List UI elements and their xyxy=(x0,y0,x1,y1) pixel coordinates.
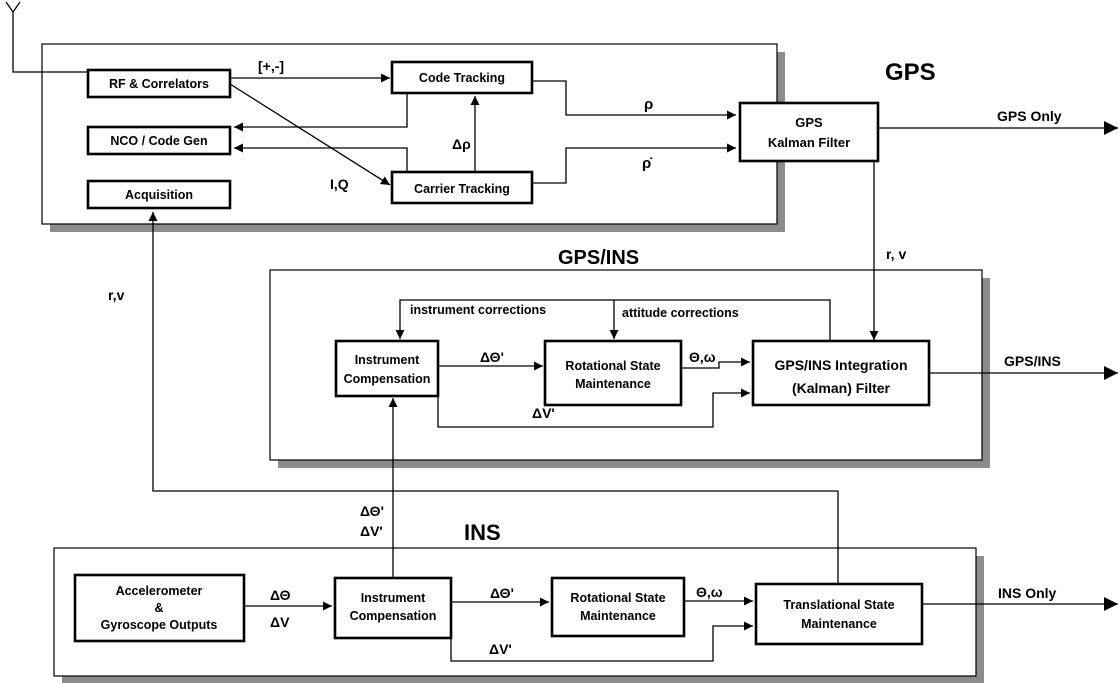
instrument-compensation-block-gpsins: Instrument Compensation xyxy=(334,339,440,398)
iq-label: I,Q xyxy=(330,176,349,192)
rho-dot-label: ρ̇ xyxy=(642,155,653,172)
delta-v-prime-1-label: ΔV' xyxy=(532,405,555,421)
rs1-line2: Maintenance xyxy=(575,377,651,391)
rotational-state-block-gpsins: Rotational State Maintenance xyxy=(543,339,683,407)
gps-connections xyxy=(229,73,736,186)
nco-code-gen-label: NCO / Code Gen xyxy=(110,134,207,148)
rv-right-label: r, v xyxy=(886,246,906,262)
ic2-line1: Instrument xyxy=(361,591,426,605)
ins-connections xyxy=(148,212,839,662)
rs2-line2: Maintenance xyxy=(580,609,656,623)
gps-panel-title: GPS xyxy=(885,59,936,86)
gi-line1: GPS/INS Integration xyxy=(774,357,907,373)
carrier-tracking-label: Carrier Tracking xyxy=(414,182,510,196)
gps-kalman-line2: Kalman Filter xyxy=(768,135,850,150)
gps-ins-panel-title: GPS/INS xyxy=(558,247,639,269)
delta-theta-prime-1-label: ΔΘ' xyxy=(480,349,504,365)
theta-omega-2-label: Θ,ω xyxy=(696,584,723,600)
acc-line3: Gyroscope Outputs xyxy=(101,618,218,632)
delta-v-label: ΔV xyxy=(270,614,290,630)
acquisition-block: Acquisition xyxy=(86,179,232,210)
rotational-state-block-ins: Rotational State Maintenance xyxy=(550,576,686,638)
gps-ins-integration-filter-block: GPS/INS Integration (Kalman) Filter xyxy=(751,339,931,407)
ins-panel-title: INS xyxy=(464,520,501,545)
rs2-line1: Rotational State xyxy=(570,591,665,605)
ic1-line1: Instrument xyxy=(355,353,420,367)
code-tracking-block: Code Tracking xyxy=(390,60,534,95)
rv-left-label: r,v xyxy=(108,287,125,303)
attitude-corrections-label: attitude corrections xyxy=(622,306,739,320)
ins-only-output-label: INS Only xyxy=(998,585,1057,601)
translational-state-block: Translational State Maintenance xyxy=(754,582,924,646)
gps-ins-connections xyxy=(395,299,831,428)
gps-kalman-line1: GPS xyxy=(795,115,823,130)
delta-v-prime-mid-label: ΔV' xyxy=(360,523,383,539)
ic1-line2: Compensation xyxy=(344,372,431,386)
rho-label: ρ xyxy=(644,96,653,113)
acc-line2: & xyxy=(154,601,163,615)
code-tracking-label: Code Tracking xyxy=(419,71,505,85)
rf-correlators-label: RF & Correlators xyxy=(109,77,209,91)
delta-rho-label: Δρ xyxy=(452,136,471,152)
ic2-line2: Compensation xyxy=(350,609,437,623)
ts-line2: Maintenance xyxy=(801,617,877,631)
delta-v-prime-2-label: ΔV' xyxy=(489,641,512,657)
delta-theta-prime-2-label: ΔΘ' xyxy=(490,585,514,601)
theta-omega-1-label: Θ,ω xyxy=(689,349,716,365)
gi-line2: (Kalman) Filter xyxy=(792,380,891,396)
rf-correlators-block: RF & Correlators xyxy=(86,68,232,99)
carrier-tracking-block: Carrier Tracking xyxy=(390,170,534,205)
acquisition-label: Acquisition xyxy=(125,188,193,202)
nco-code-gen-block: NCO / Code Gen xyxy=(86,125,232,156)
ts-line1: Translational State xyxy=(783,598,894,612)
gps-kalman-filter-block: GPS Kalman Filter xyxy=(738,101,880,163)
instrument-compensation-block-ins: Instrument Compensation xyxy=(333,576,453,640)
rs1-line1: Rotational State xyxy=(565,359,660,373)
acc-line1: Accelerometer xyxy=(116,584,203,598)
instrument-corrections-label: instrument corrections xyxy=(410,303,546,317)
accelerometer-gyro-block: Accelerometer & Gyroscope Outputs xyxy=(73,573,246,643)
antenna-icon xyxy=(5,1,88,73)
gps-only-output-label: GPS Only xyxy=(997,108,1062,124)
delta-theta-label: ΔΘ xyxy=(270,587,291,603)
plus-minus-label: [+,-] xyxy=(258,58,284,74)
delta-theta-prime-mid-label: ΔΘ' xyxy=(360,503,384,519)
gps-ins-output-label: GPS/INS xyxy=(1004,353,1061,369)
